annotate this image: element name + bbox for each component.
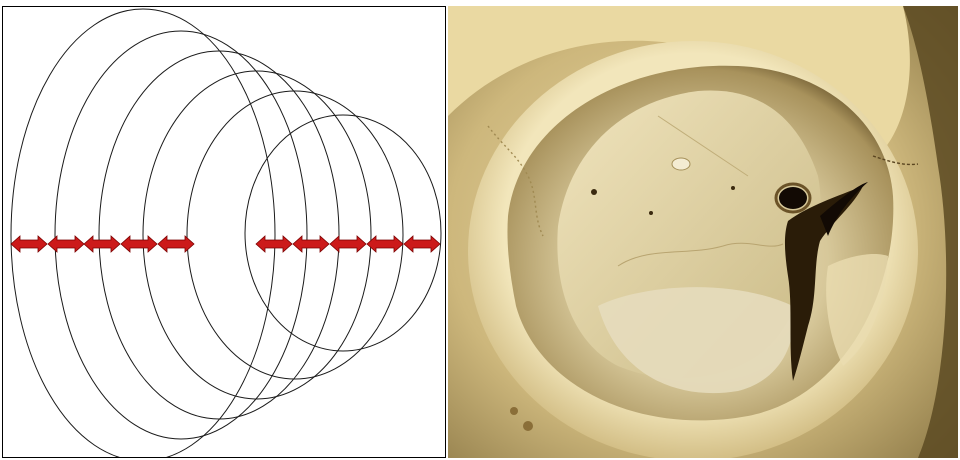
ring-outline: [55, 31, 307, 439]
pit-small: [649, 211, 653, 215]
double-headed-arrow: [404, 236, 440, 252]
ring-outline: [245, 115, 441, 351]
double-headed-arrow: [330, 236, 366, 252]
bone-photograph: [448, 6, 958, 458]
double-headed-arrow: [367, 236, 403, 252]
ring-outline: [99, 51, 339, 419]
double-headed-arrow: [293, 236, 329, 252]
double-headed-arrow: [256, 236, 292, 252]
bone-tubercle: [672, 158, 690, 170]
ring-arrow-diagram-panel: [2, 6, 446, 458]
double-headed-arrow: [121, 236, 157, 252]
pit-small: [523, 421, 533, 431]
double-headed-arrow: [11, 236, 47, 252]
pit-small: [731, 186, 735, 190]
bone-photo-panel: [448, 6, 958, 458]
double-headed-arrow: [84, 236, 120, 252]
foramen-hole: [779, 187, 807, 209]
pit-small: [591, 189, 597, 195]
ring-arrow-diagram: [3, 7, 445, 457]
double-headed-arrow: [158, 236, 194, 252]
pit-small: [510, 407, 518, 415]
double-headed-arrow: [48, 236, 84, 252]
